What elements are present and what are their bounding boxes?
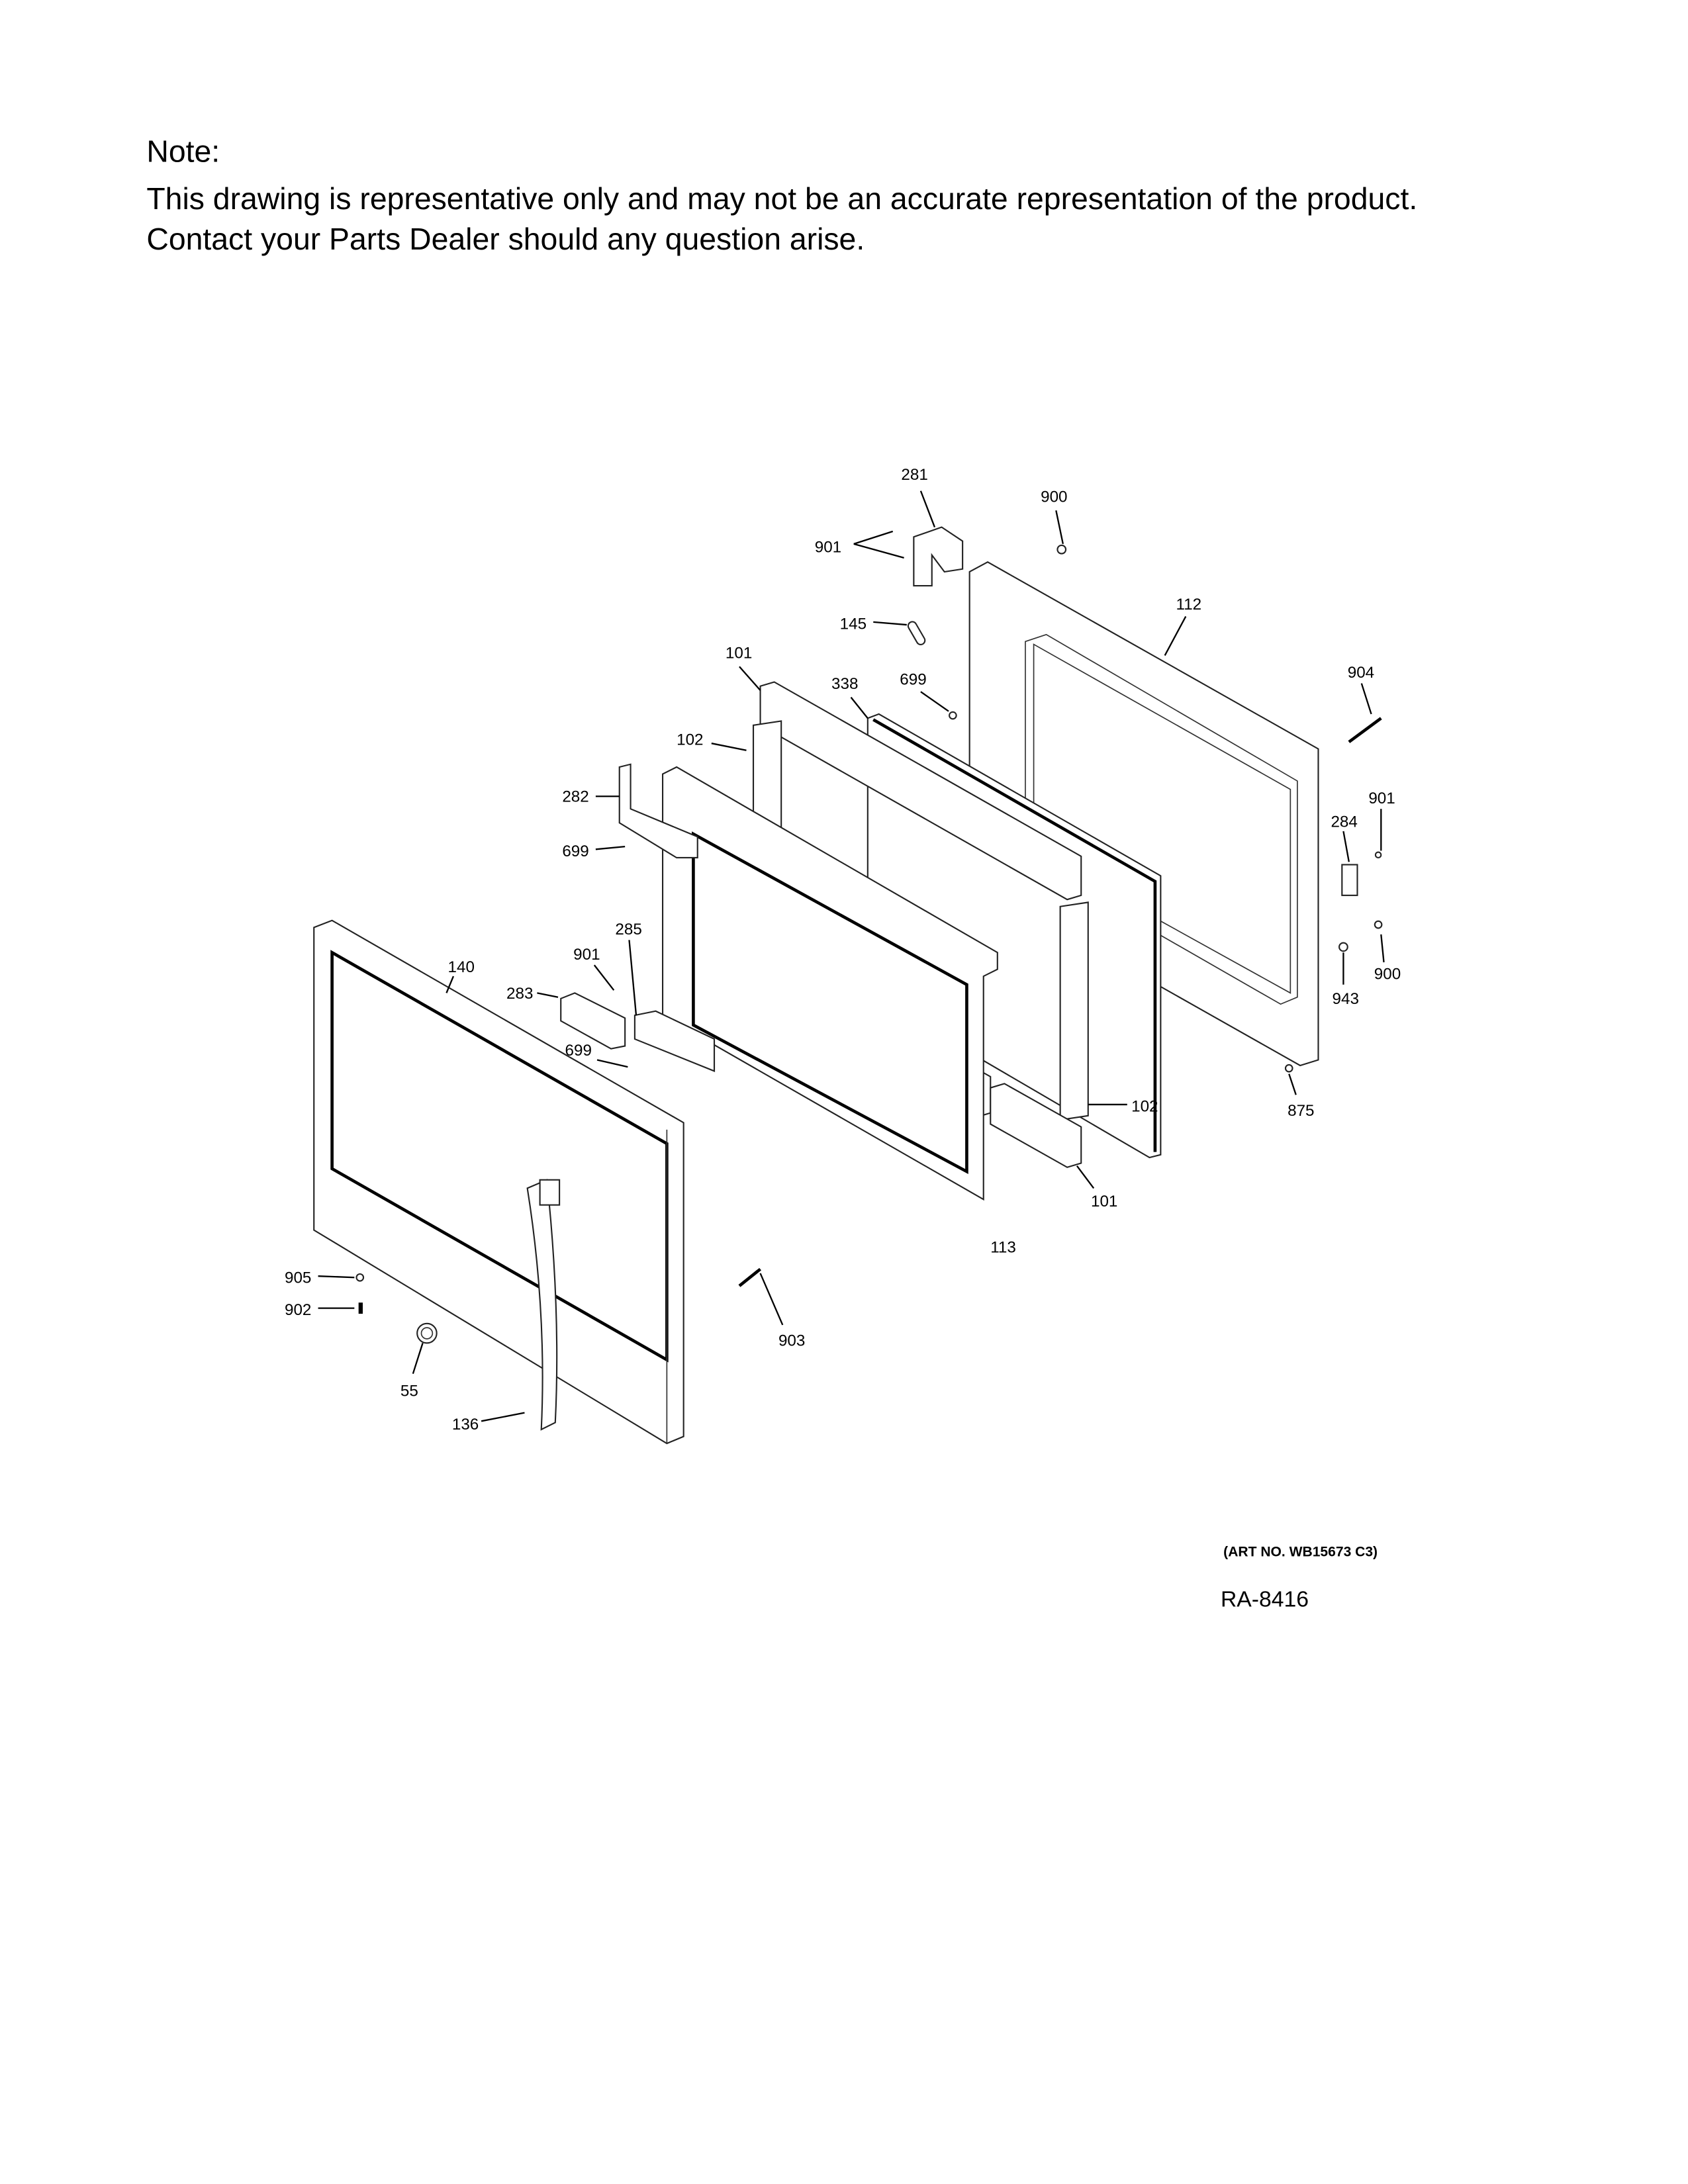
part-282-bracket <box>618 763 698 859</box>
callout-943: 943 <box>1333 990 1359 1008</box>
part-904-screw <box>1348 717 1382 743</box>
callout-285: 285 <box>615 921 641 938</box>
part-281-bracket <box>913 526 964 587</box>
callout-699: 699 <box>565 1042 592 1060</box>
part-903-pin <box>738 1267 762 1287</box>
note-heading: Note: <box>146 134 220 168</box>
part-901-screw <box>1374 851 1382 859</box>
callout-labels: 281 900 901 145 112 101 338 699 904 102 … <box>285 466 1401 1433</box>
callout-101: 101 <box>1091 1193 1117 1210</box>
part-699-screw <box>949 711 957 720</box>
note-line-2: Contact your Parts Dealer should any que… <box>146 222 865 256</box>
part-136-handle <box>526 1179 558 1431</box>
part-283-hinge <box>560 992 626 1050</box>
part-113-inner-panel <box>662 766 998 1201</box>
callout-112: 112 <box>1176 596 1202 614</box>
callout-284: 284 <box>1331 813 1357 831</box>
callout-901: 901 <box>1368 790 1395 807</box>
part-905-nut <box>355 1273 365 1282</box>
callout-905: 905 <box>285 1269 311 1287</box>
callout-902: 902 <box>285 1301 311 1319</box>
callout-281: 281 <box>901 466 927 484</box>
part-55-badge <box>416 1322 438 1344</box>
callout-145: 145 <box>840 615 867 633</box>
callout-904: 904 <box>1348 664 1374 682</box>
callout-699: 699 <box>900 671 926 689</box>
callout-901: 901 <box>815 538 841 556</box>
callout-699: 699 <box>562 842 588 860</box>
callout-102: 102 <box>677 731 703 749</box>
part-900-screw-lower <box>1374 920 1383 929</box>
callout-102: 102 <box>1131 1098 1158 1116</box>
callout-282: 282 <box>562 788 588 806</box>
drawing-id: RA-8416 <box>1221 1587 1309 1612</box>
part-902-screw <box>358 1302 363 1314</box>
callout-900: 900 <box>1041 488 1067 506</box>
callout-55: 55 <box>400 1382 418 1400</box>
part-140-outer-door <box>313 919 684 1445</box>
part-145-link <box>907 621 926 646</box>
callout-113: 113 <box>990 1238 1016 1256</box>
part-284-hinge-piece <box>1341 864 1358 896</box>
callout-136: 136 <box>452 1416 479 1433</box>
part-285-bracket <box>633 1010 716 1072</box>
callout-101: 101 <box>726 645 752 662</box>
part-900-screw <box>1056 544 1067 555</box>
part-943-washer <box>1338 942 1348 952</box>
callout-903: 903 <box>778 1332 805 1350</box>
art-number: (ART NO. WB15673 C3) <box>1223 1545 1378 1560</box>
callout-875: 875 <box>1288 1102 1314 1120</box>
leader-lines <box>318 490 1385 1422</box>
callout-140: 140 <box>448 958 475 976</box>
note-line-1: This drawing is representative only and … <box>146 181 1417 216</box>
callout-900: 900 <box>1374 965 1401 983</box>
part-875-screw <box>1284 1064 1293 1073</box>
callout-901: 901 <box>573 946 600 964</box>
callout-283: 283 <box>506 985 533 1003</box>
callout-338: 338 <box>831 675 858 693</box>
